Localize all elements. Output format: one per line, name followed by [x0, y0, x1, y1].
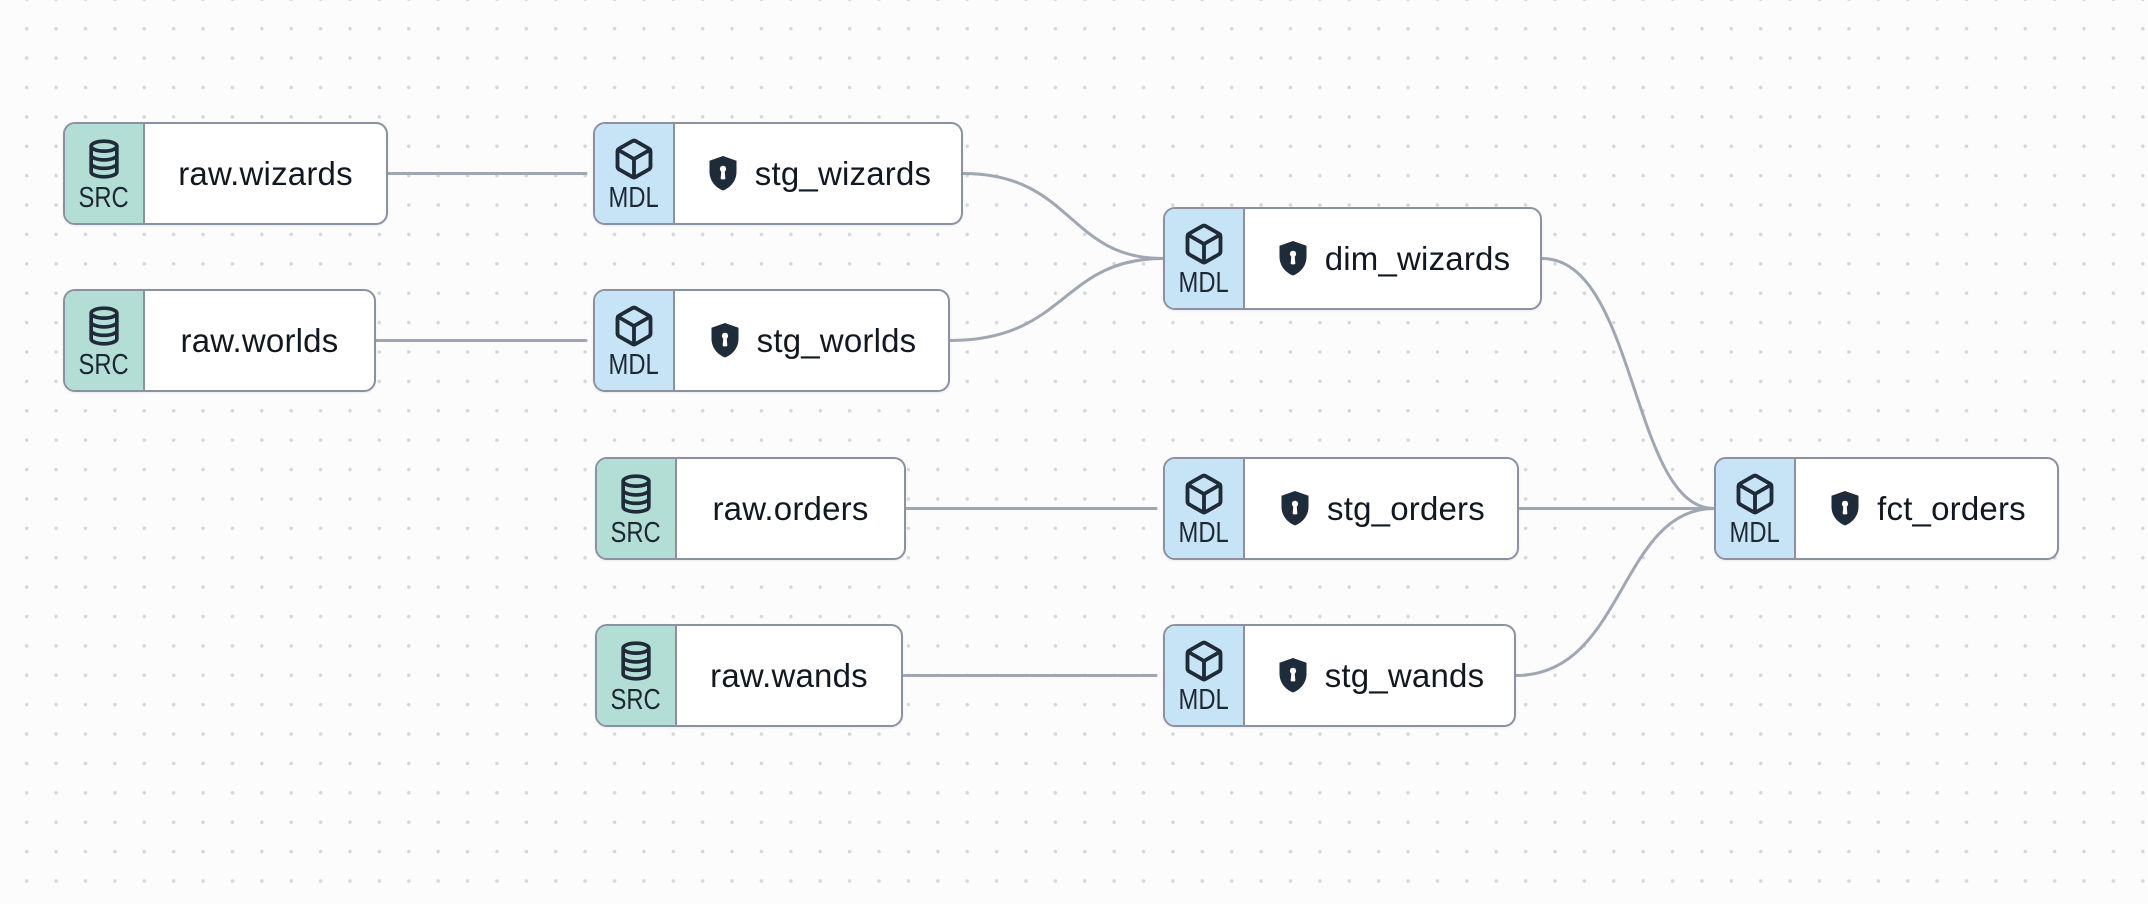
node-type-label: MDL [1729, 516, 1781, 549]
cube-icon [1185, 473, 1223, 514]
node-type-badge: MDL [595, 124, 675, 223]
node-type-badge: MDL [595, 291, 675, 390]
node-body: stg_wands [1245, 626, 1514, 725]
shield-lock-icon [709, 155, 737, 190]
cube-icon [1185, 223, 1223, 264]
node-fct_orders[interactable]: MDL fct_orders [1714, 457, 2059, 560]
node-type-badge: SRC [65, 291, 145, 390]
database-icon [621, 640, 651, 681]
node-label: stg_wands [1324, 656, 1485, 694]
node-type-label: MDL [1178, 516, 1230, 549]
node-type-badge: MDL [1716, 459, 1796, 558]
cube-icon [1736, 473, 1774, 514]
database-icon [89, 138, 119, 179]
node-body: raw.worlds [145, 291, 374, 390]
node-type-label: MDL [1178, 266, 1230, 299]
node-body: stg_worlds [675, 291, 948, 390]
cube-icon [1185, 640, 1223, 681]
node-label: raw.wands [710, 656, 868, 694]
node-stg_wands[interactable]: MDL stg_wands [1163, 624, 1516, 727]
shield-lock-icon [1279, 240, 1307, 275]
node-body: stg_wizards [675, 124, 961, 223]
edge-stg_wands-to-fct_orders [1514, 507, 1716, 677]
node-type-badge: MDL [1165, 459, 1245, 558]
node-type-label: SRC [610, 516, 662, 549]
edge-dim_wizards-to-fct_orders [1540, 257, 1716, 510]
node-type-label: MDL [1178, 683, 1230, 716]
node-type-badge: SRC [65, 124, 145, 223]
node-raw.orders[interactable]: SRC raw.orders [595, 457, 906, 560]
node-type-label: MDL [608, 181, 660, 214]
node-raw.wands[interactable]: SRC raw.wands [595, 624, 903, 727]
node-raw.wizards[interactable]: SRC raw.wizards [63, 122, 388, 225]
node-type-label: SRC [78, 181, 130, 214]
node-label: raw.orders [712, 489, 869, 527]
edge-stg_wizards-to-dim_wizards [961, 172, 1165, 260]
database-icon [621, 473, 651, 514]
node-body: fct_orders [1796, 459, 2057, 558]
node-stg_orders[interactable]: MDL stg_orders [1163, 457, 1519, 560]
node-type-badge: MDL [1165, 626, 1245, 725]
node-type-label: SRC [610, 683, 662, 716]
node-label: raw.worlds [180, 321, 339, 359]
cube-icon [615, 305, 653, 346]
shield-lock-icon [1279, 657, 1307, 692]
node-type-badge: MDL [1165, 209, 1245, 308]
node-body: stg_orders [1245, 459, 1517, 558]
node-type-label: MDL [608, 348, 660, 381]
node-label: raw.wizards [178, 154, 353, 192]
node-body: raw.wands [677, 626, 901, 725]
node-body: raw.wizards [145, 124, 386, 223]
cube-icon [615, 138, 653, 179]
node-body: raw.orders [677, 459, 904, 558]
edge-stg_worlds-to-dim_wizards [948, 257, 1165, 342]
node-raw.worlds[interactable]: SRC raw.worlds [63, 289, 376, 392]
shield-lock-icon [711, 322, 739, 357]
node-label: stg_wizards [754, 154, 932, 192]
node-stg_wizards[interactable]: MDL stg_wizards [593, 122, 963, 225]
node-type-badge: SRC [597, 626, 677, 725]
node-body: dim_wizards [1245, 209, 1540, 308]
shield-lock-icon [1831, 490, 1859, 525]
node-stg_worlds[interactable]: MDL stg_worlds [593, 289, 950, 392]
node-type-badge: SRC [597, 459, 677, 558]
node-type-label: SRC [78, 348, 130, 381]
node-label: stg_orders [1327, 489, 1485, 527]
node-label: dim_wizards [1324, 239, 1511, 277]
database-icon [89, 305, 119, 346]
node-label: stg_worlds [756, 321, 917, 359]
shield-lock-icon [1281, 490, 1309, 525]
node-dim_wizards[interactable]: MDL dim_wizards [1163, 207, 1542, 310]
node-label: fct_orders [1877, 489, 2026, 527]
